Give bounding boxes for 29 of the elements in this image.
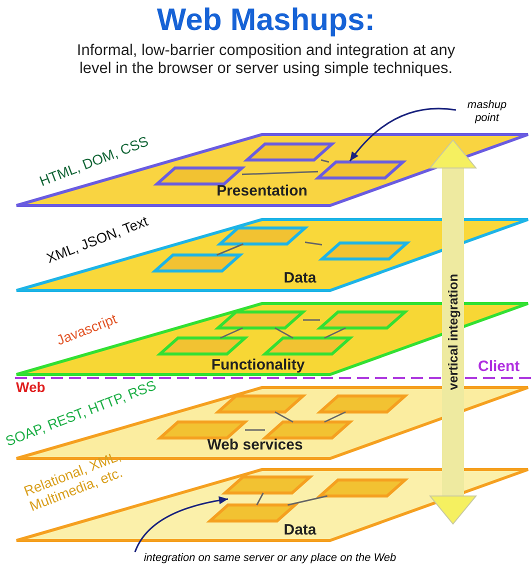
connector-line xyxy=(304,242,322,246)
connector-line xyxy=(274,411,294,423)
layer-label: Web services xyxy=(207,436,303,454)
double-arrow xyxy=(430,140,476,524)
layer-label: Presentation xyxy=(216,182,308,200)
leader-line xyxy=(349,108,456,162)
title: Web Mashups: xyxy=(156,2,376,38)
connector-line xyxy=(245,429,265,431)
connector-line xyxy=(324,411,346,423)
layer-label: Data xyxy=(284,270,316,286)
connector-line xyxy=(242,170,318,176)
connector-line xyxy=(256,492,264,506)
connector-line xyxy=(288,495,328,506)
connector-line xyxy=(320,159,330,163)
connector-line xyxy=(216,243,244,256)
connector-line xyxy=(303,319,320,321)
annotation-text: mashup point xyxy=(456,99,518,125)
connector-line xyxy=(274,327,294,339)
zone-label: Client xyxy=(478,358,520,375)
annotation-text: integration on same server or any place on the Web xyxy=(60,552,480,564)
zone-label: Web xyxy=(16,379,46,395)
layer-label: Functionality xyxy=(211,356,305,374)
connector-line xyxy=(324,327,346,339)
technology-label: HTML, DOM, CSS xyxy=(37,132,150,189)
layer-label: Data xyxy=(284,522,316,538)
subtitle: Informal, low-barrier composition and integration at any level in the browser or server using simple techniques. xyxy=(76,42,456,78)
technology-label: XML, JSON, Text xyxy=(44,212,150,266)
edge-label: vertical integration xyxy=(446,272,460,392)
connector-line xyxy=(220,327,243,339)
